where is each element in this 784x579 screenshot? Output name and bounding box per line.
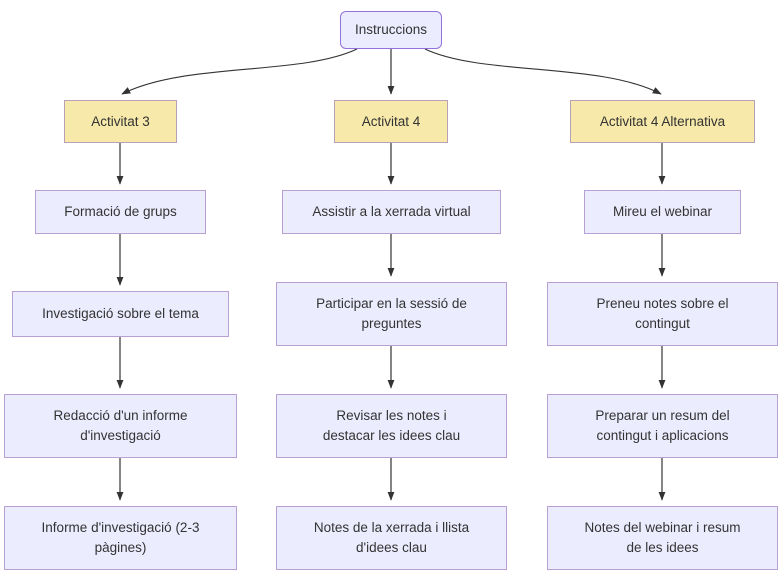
node-investigacio-sobre-el-tema[interactable]: Investigació sobre el tema: [12, 291, 229, 337]
node-formacio-de-grups[interactable]: Formació de grups: [35, 190, 206, 234]
node-preneu-notes-contingut[interactable]: Preneu notes sobre el contingut: [547, 282, 778, 346]
node-label: Assistir a la xerrada virtual: [312, 204, 471, 219]
node-label: Informe d'investigació (2-3 pàgines): [41, 520, 200, 555]
node-preparar-resum[interactable]: Preparar un resum del contingut i aplica…: [547, 394, 778, 458]
node-label: Redacció d'un informe d'investigació: [53, 408, 188, 443]
node-activitat-4-alternativa[interactable]: Activitat 4 Alternativa: [570, 100, 755, 143]
node-notes-webinar-resum[interactable]: Notes del webinar i resum de les idees: [547, 506, 778, 570]
node-assistir-xerrada-virtual[interactable]: Assistir a la xerrada virtual: [282, 190, 501, 234]
node-redaccio-informe[interactable]: Redacció d'un informe d'investigació: [4, 394, 237, 458]
node-label: Formació de grups: [64, 204, 177, 219]
node-participar-sessio-preguntes[interactable]: Participar en la sessió de preguntes: [276, 282, 507, 346]
node-label: Preparar un resum del contingut i aplica…: [595, 408, 730, 443]
node-label: Investigació sobre el tema: [42, 306, 199, 321]
node-label: Activitat 3: [91, 113, 150, 129]
node-label: Mireu el webinar: [612, 204, 713, 219]
node-informe-investigacio[interactable]: Informe d'investigació (2-3 pàgines): [4, 506, 237, 570]
node-label: Notes del webinar i resum de les idees: [584, 520, 741, 555]
node-activitat-3[interactable]: Activitat 3: [64, 100, 177, 143]
node-instruccions[interactable]: Instruccions: [340, 11, 442, 49]
node-label: Instruccions: [354, 22, 428, 37]
node-label: Activitat 4: [361, 113, 421, 129]
node-notes-xerrada-llista[interactable]: Notes de la xerrada i llista d'idees cla…: [276, 506, 507, 570]
edge-instruccions-to-activitat-4-alternativa: [424, 48, 662, 95]
node-revisar-notes-idees[interactable]: Revisar les notes i destacar les idees c…: [276, 394, 507, 458]
node-label: Participar en la sessió de preguntes: [316, 296, 467, 331]
node-label: Notes de la xerrada i llista d'idees cla…: [313, 520, 470, 555]
node-label: Preneu notes sobre el contingut: [596, 296, 729, 331]
node-label: Activitat 4 Alternativa: [599, 113, 726, 129]
node-mireu-el-webinar[interactable]: Mireu el webinar: [584, 190, 741, 234]
node-label: Revisar les notes i destacar les idees c…: [322, 408, 461, 443]
edge-instruccions-to-activitat-3: [121, 48, 358, 95]
node-activitat-4[interactable]: Activitat 4: [334, 100, 448, 143]
